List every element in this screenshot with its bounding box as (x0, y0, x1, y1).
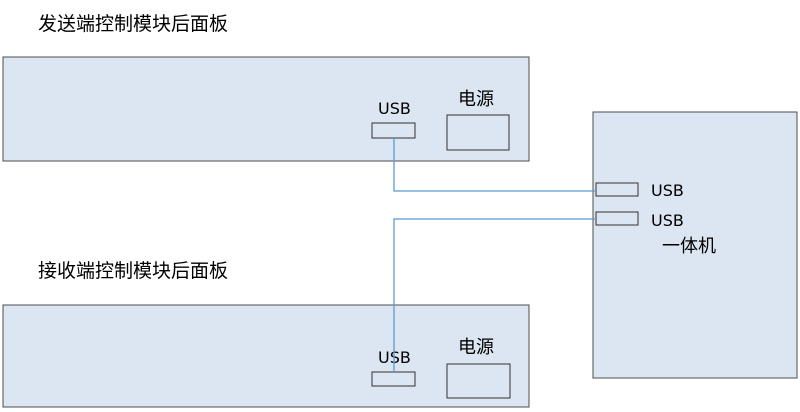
sender-panel (2, 56, 530, 162)
allinone-usb-label-2: USB (651, 211, 684, 230)
receiver-usb-port (371, 371, 416, 387)
receiver-panel (2, 304, 530, 408)
receiver-power-label: 电源 (458, 337, 494, 358)
sender-power-box (446, 114, 510, 151)
cable-allinone-to-receiver (393, 218, 596, 372)
receiver-power-box (446, 363, 511, 399)
receiver-title: 接收端控制模块后面板 (38, 260, 228, 282)
sender-power-label: 电源 (458, 89, 494, 110)
allinone-label: 一体机 (662, 236, 716, 257)
sender-usb-port (371, 122, 416, 139)
cable-sender-to-allinone (393, 138, 596, 192)
sender-title: 发送端控制模块后面板 (38, 13, 228, 35)
allinone-usb-label-1: USB (651, 181, 684, 200)
allinone-usb-port-1 (595, 182, 639, 197)
sender-usb-label: USB (378, 99, 411, 118)
allinone-box (592, 111, 798, 379)
allinone-usb-port-2 (595, 211, 639, 226)
